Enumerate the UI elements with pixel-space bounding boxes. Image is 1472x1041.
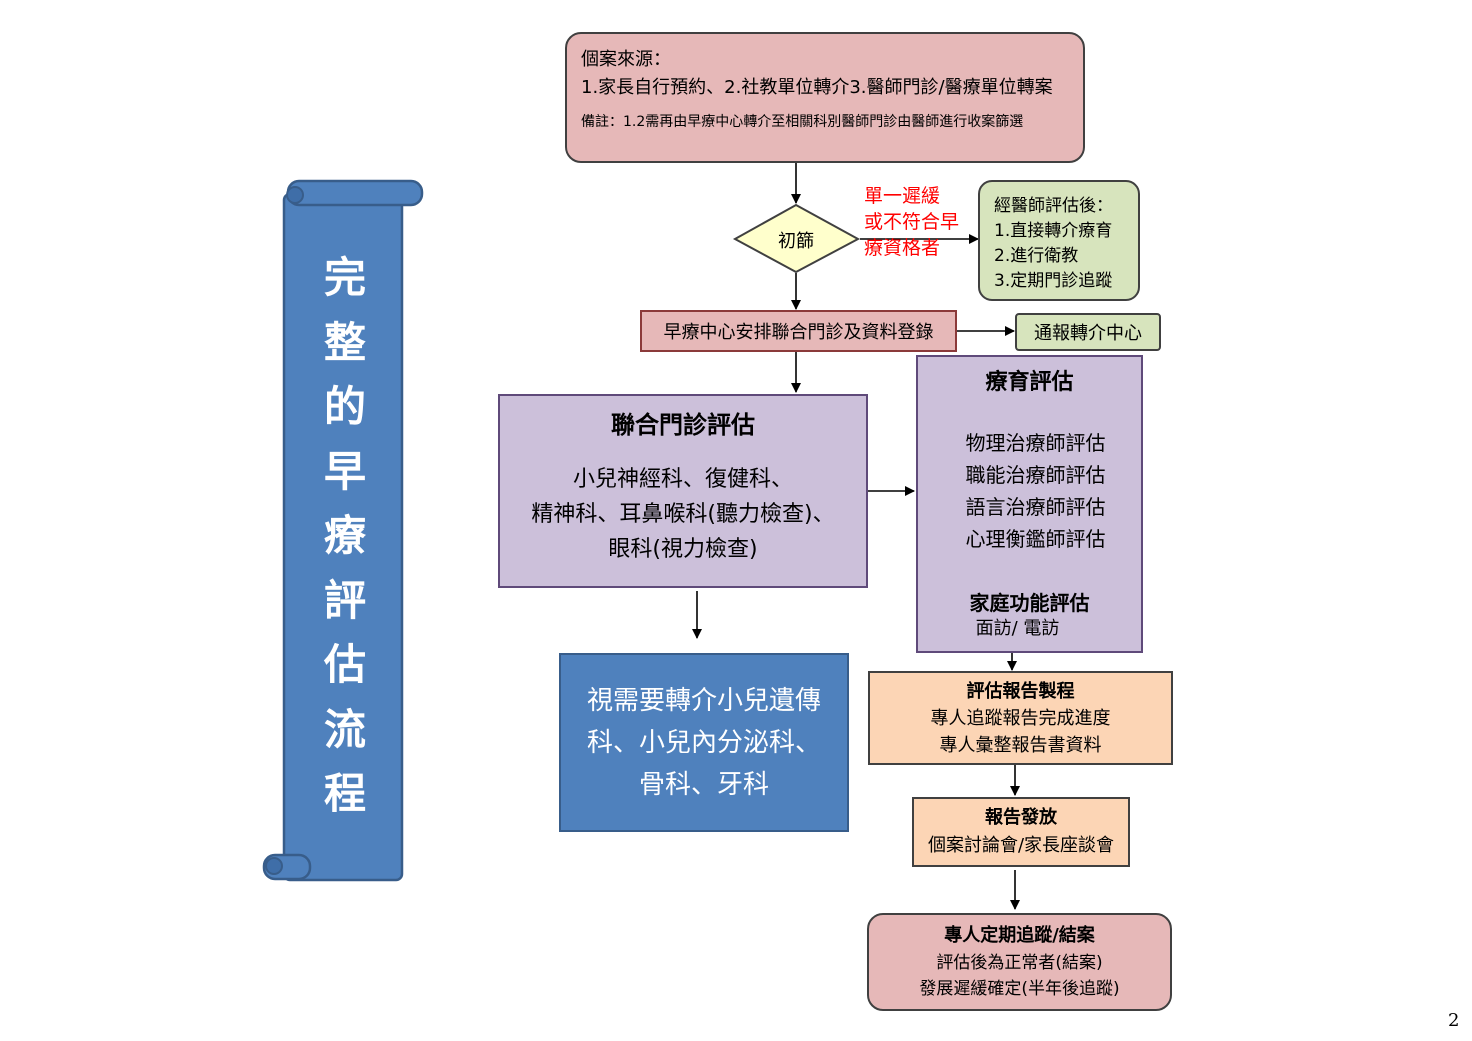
title-char: 療 [323,511,366,560]
followup-line: 發展遲緩確定(半年後追蹤) [919,979,1120,999]
screening-branch-label: 單一遲緩 或不符合早 療資格者 [864,183,959,261]
report-release-title: 報告發放 [985,807,1057,828]
referral-line: 科、小兒內分泌科、 [586,727,821,758]
family-eval-title: 家庭功能評估 [969,591,1090,615]
title-char: 整 [323,317,366,367]
title-char: 的 [323,382,366,431]
title-char: 完 [323,253,366,302]
branch-line: 單一遲緩 [864,185,941,207]
title-char: 流 [323,704,366,754]
scroll-banner [262,179,424,882]
title-char: 早 [323,446,366,496]
doctor-evaluation-box: 經醫師評估後： 1.直接轉介療育 2.進行衛教 3.定期門診追蹤 [978,180,1140,301]
case-source-note: 備註：1.2需再由早療中心轉介至相關科別醫師門診由醫師進行收案篩選 [581,114,1024,130]
report-making-line: 專人追蹤報告完成進度 [930,707,1111,729]
title-char: 評 [323,575,366,625]
page-number: 2 [1448,1010,1460,1031]
report-making-title: 評估報告製程 [966,680,1075,702]
report-making-box: 評估報告製程 專人追蹤報告完成進度 專人彙整報告書資料 [868,671,1173,765]
family-eval-sub: 面訪/ 電訪 [975,618,1060,639]
doctor-line: 1.直接轉介療育 [994,221,1113,241]
therapy-line: 物理治療師評估 [965,431,1106,455]
therapy-title: 療育評估 [985,370,1074,395]
followup-title: 專人定期追蹤/結案 [944,925,1095,946]
screening-label: 初篩 [778,231,814,252]
flow-title: 完 整 的 早 療 評 估 流 程 [318,246,372,827]
title-char: 程 [323,769,366,818]
joint-clinic-line: 小兒神經科、復健科、 [572,467,793,492]
followup-line: 評估後為正常者(結案) [936,953,1103,973]
joint-clinic-title: 聯合門診評估 [611,411,755,439]
case-source-list: 1.家長自行預約、2.社教單位轉介3.醫師門診/醫療單位轉案 [581,77,1053,98]
screening-diamond [732,203,861,274]
therapy-line: 語言治療師評估 [965,495,1106,519]
therapy-evaluation-box: 療育評估 物理治療師評估 職能治療師評估 語言治療師評估 心理衡鑑師評估 家庭功… [916,355,1143,653]
therapy-line: 職能治療師評估 [965,463,1106,487]
title-char: 估 [323,640,366,689]
doctor-line: 經醫師評估後： [994,196,1113,216]
case-source-box: 個案來源： 1.家長自行預約、2.社教單位轉介3.醫師門診/醫療單位轉案 備註：… [565,32,1085,163]
joint-clinic-box: 聯合門診評估 小兒神經科、復健科、 精神科、耳鼻喉科(聽力檢查)、 眼科(視力檢… [498,394,868,588]
branch-line: 療資格者 [864,237,941,259]
joint-clinic-line: 精神科、耳鼻喉科(聽力檢查)、 [531,502,835,527]
screening-label-wrap: 初篩 [756,225,836,255]
branch-line: 或不符合早 [864,211,960,233]
arrange-clinic-label: 早療中心安排聯合門診及資料登錄 [663,322,934,343]
referral-line: 視需要轉介小兒遺傳 [586,685,821,716]
report-release-box: 報告發放 個案討論會/家長座談會 [912,797,1130,867]
report-center-label: 通報轉介中心 [1034,323,1142,344]
report-making-line: 專人彙整報告書資料 [939,734,1102,756]
arrange-clinic-box: 早療中心安排聯合門診及資料登錄 [640,310,957,352]
specialist-referral-box: 視需要轉介小兒遺傳 科、小兒內分泌科、 骨科、牙科 [559,653,849,832]
case-source-heading: 個案來源： [581,49,671,70]
followup-box: 專人定期追蹤/結案 評估後為正常者(結案) 發展遲緩確定(半年後追蹤) [867,913,1172,1011]
therapy-line: 心理衡鑑師評估 [965,527,1106,551]
report-center-box: 通報轉介中心 [1015,313,1161,351]
report-release-sub: 個案討論會/家長座談會 [927,835,1115,856]
doctor-line: 2.進行衛教 [994,246,1079,266]
joint-clinic-line: 眼科(視力檢查) [608,537,758,562]
doctor-line: 3.定期門診追蹤 [994,271,1113,291]
referral-line: 骨科、牙科 [638,769,769,800]
